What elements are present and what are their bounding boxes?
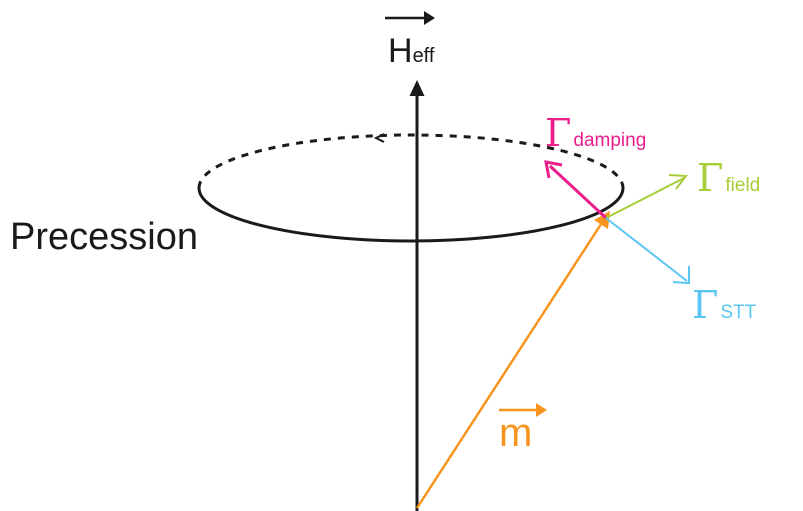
heff-label: Heff [388,32,435,70]
m-vector-bar-arrowhead [536,403,547,417]
stt-torque-vector [605,217,688,282]
precession-direction-arrowhead [373,133,385,143]
stt-torque-arrowhead [672,266,690,285]
m-vector-arrowhead [594,211,610,229]
heff-label-main: H [388,32,413,70]
heff-label-subscript: eff [413,45,435,67]
m-label: m [499,411,532,455]
field-gamma-symbol: Γ [697,156,723,200]
damping-torque-arrowhead [544,160,563,179]
precession-orbit-back [197,133,625,189]
precession-orbit-front [197,187,625,243]
field-torque-arrowhead [668,174,688,190]
field-subscript: field [725,175,760,196]
damping-torque-vector [548,164,608,220]
heff-axis-arrowhead [409,80,425,96]
field-torque-vector [605,177,685,219]
stt-subscript: STT [720,302,756,323]
heff-vector-bar-arrowhead [424,11,435,25]
m-vector [415,217,607,509]
damping-subscript: damping [573,130,646,151]
precession-label: Precession [10,216,198,258]
damping-gamma-symbol: Γ [545,111,571,155]
stt-gamma-symbol: Γ [692,283,718,327]
